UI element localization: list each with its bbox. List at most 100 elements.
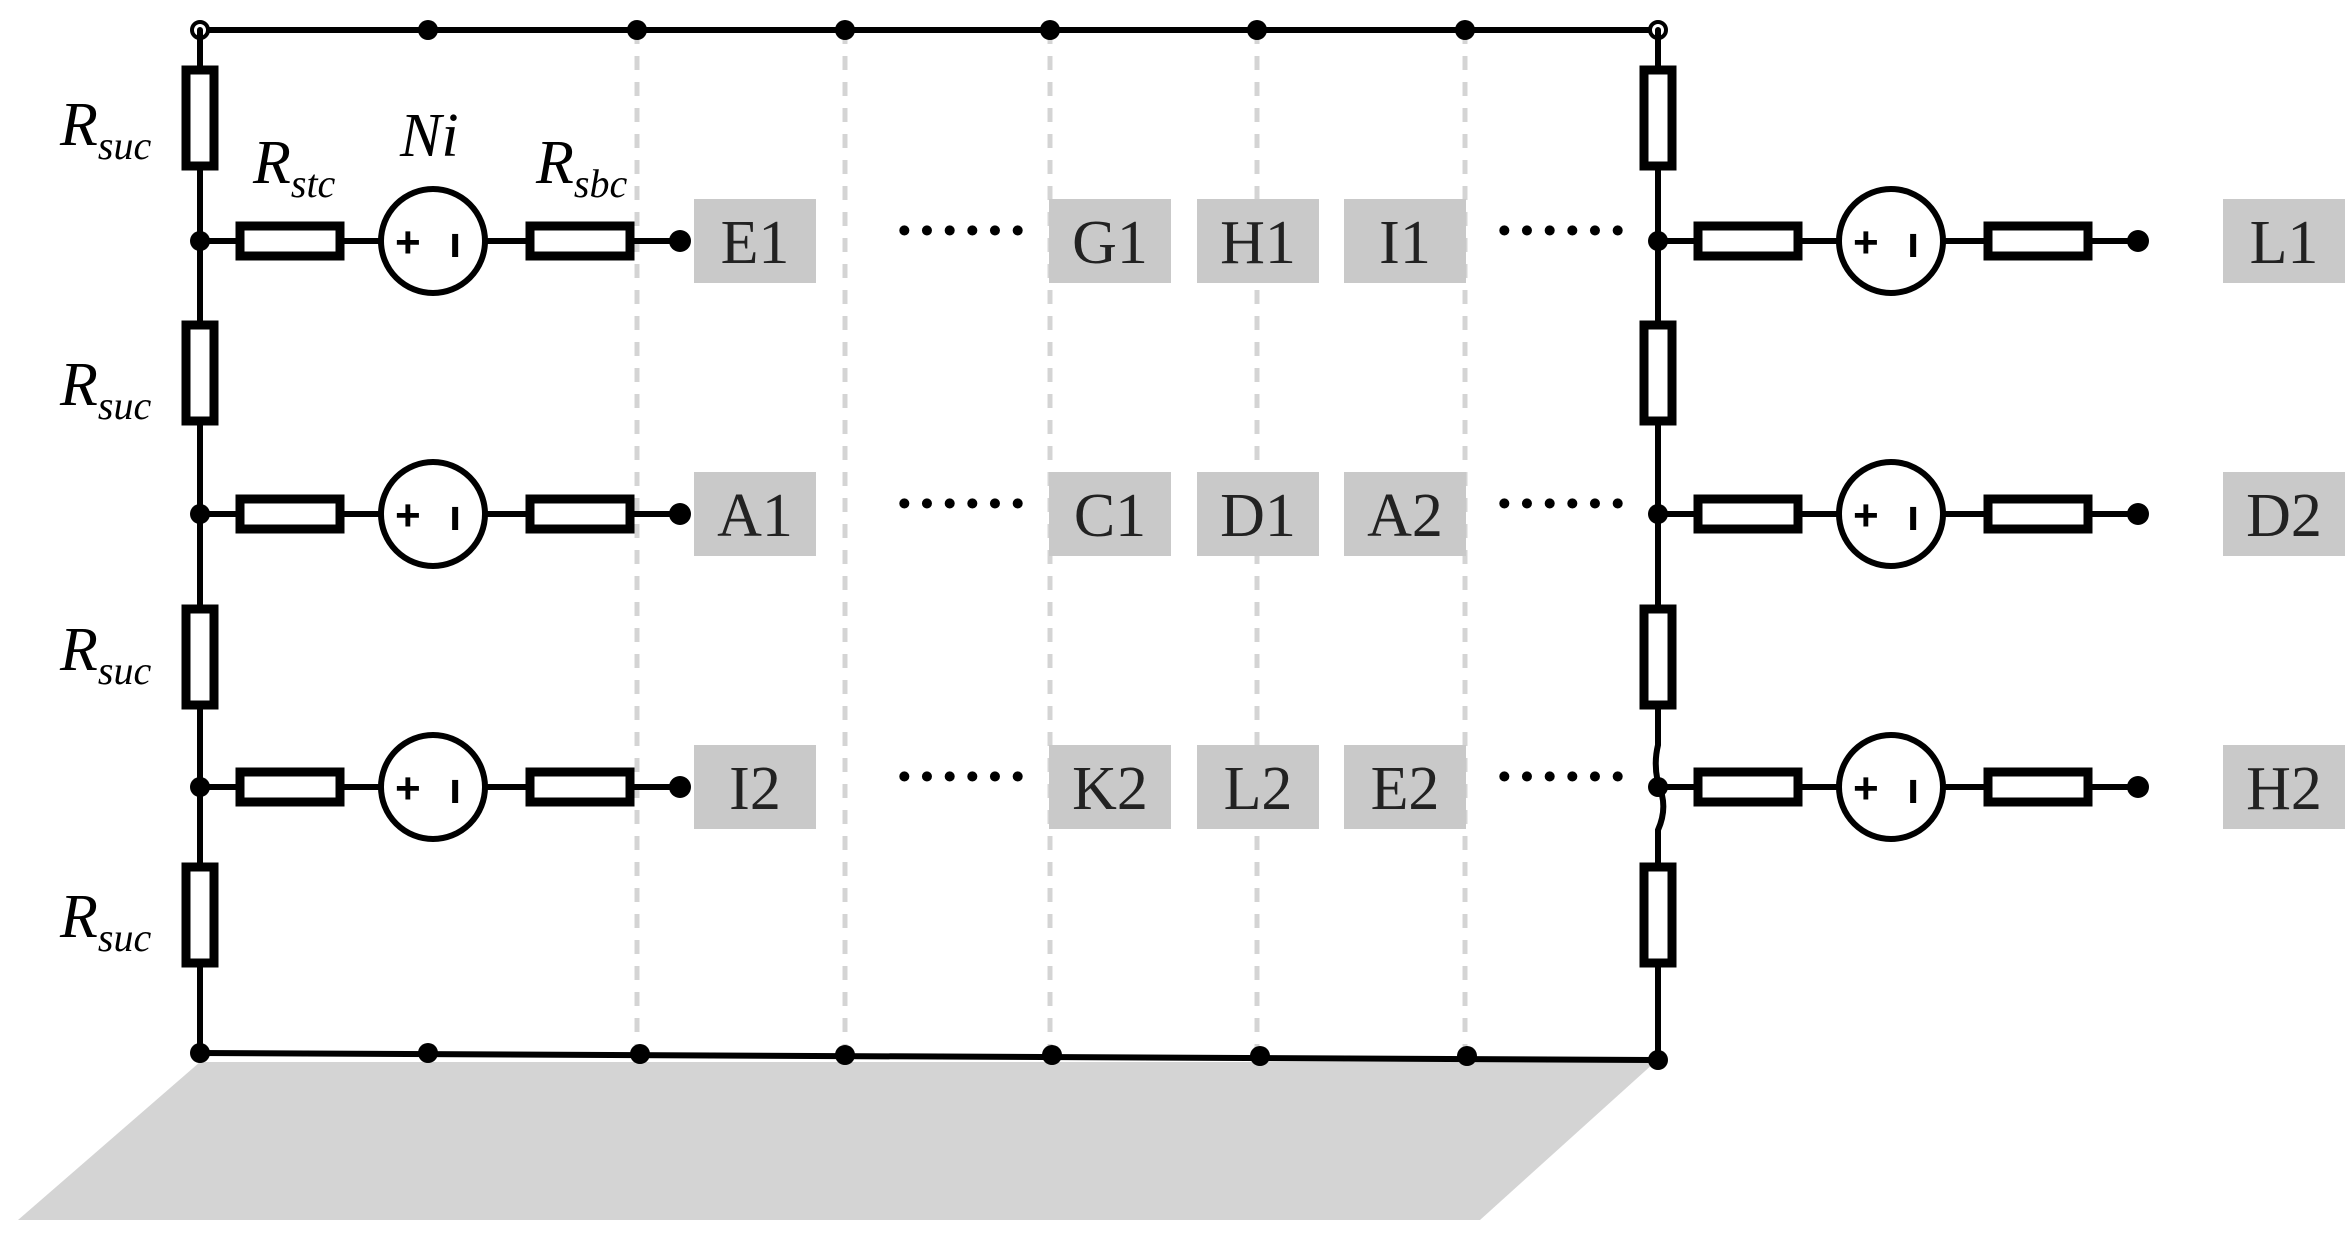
cell-label: H1 — [1197, 199, 1319, 283]
ground-plane — [18, 1062, 1655, 1220]
cell-box — [1197, 745, 1319, 829]
branch-terminal-node — [2127, 503, 2149, 525]
cell-box — [1344, 745, 1466, 829]
source-plus-symbol: + — [1853, 491, 1879, 540]
source-plus-symbol: + — [1853, 764, 1879, 813]
bus-node — [1457, 1046, 1477, 1066]
branch-resistor-top — [1693, 494, 1803, 534]
cell-box — [2223, 472, 2345, 556]
source-minus-symbol: ı — [449, 764, 461, 813]
cell-box — [1344, 472, 1466, 556]
source-plus-symbol: + — [395, 491, 421, 540]
cell-label: K2 — [1049, 745, 1171, 829]
voltage-source — [378, 186, 488, 296]
source-minus-symbol: ı — [449, 491, 461, 540]
branch-terminal-node — [669, 776, 691, 798]
ellipsis-right: ······ — [1494, 743, 1630, 811]
branch-terminal-node — [2127, 776, 2149, 798]
bus-node — [835, 20, 855, 40]
source-plus-symbol: + — [1853, 218, 1879, 267]
branch-resistor-bottom — [525, 494, 635, 534]
bus-node — [1455, 20, 1475, 40]
cell-box — [1049, 745, 1171, 829]
branch-resistor-bottom — [525, 221, 635, 261]
left-series-resistor — [181, 65, 219, 171]
cell-text: G1 — [1072, 209, 1148, 277]
end-cell-label: D2 — [2223, 472, 2345, 556]
cell-label: A2 — [1344, 472, 1466, 556]
cell-label: I1 — [1344, 199, 1466, 283]
right-branch-row-1: +ı — [1655, 186, 2149, 296]
cell-text: I2 — [729, 755, 781, 823]
bus-node — [1250, 1046, 1270, 1066]
ellipsis-right: ······ — [1494, 197, 1630, 265]
branch-terminal-node — [669, 230, 691, 252]
source-plus-symbol: + — [395, 218, 421, 267]
source-minus-symbol: ı — [1907, 764, 1919, 813]
cell-text: E2 — [1371, 755, 1440, 823]
left-branch-row-3: +ı — [197, 732, 691, 842]
ellipsis-left: ······ — [894, 470, 1030, 538]
cell-text: D1 — [1220, 482, 1296, 550]
cell-label: E1 — [694, 199, 816, 283]
source-plus-symbol: + — [395, 764, 421, 813]
cell-label: D1 — [1197, 472, 1319, 556]
series-resistor-label: Rsuc — [59, 616, 151, 693]
cell-box — [1049, 472, 1171, 556]
cell-box — [1049, 199, 1171, 283]
source-minus-symbol: ı — [1907, 491, 1919, 540]
branch-resistor-top — [1693, 767, 1803, 807]
cell-text: D2 — [2246, 482, 2322, 550]
end-cell-label: L1 — [2223, 199, 2345, 283]
left-series-resistor — [181, 862, 219, 968]
cell-box — [1197, 199, 1319, 283]
right-branches: +ı+ı+ı — [1655, 186, 2149, 842]
left-branch-row-2: +ı — [197, 459, 691, 569]
ellipsis-left: ······ — [894, 197, 1030, 265]
cell-box — [1197, 472, 1319, 556]
top-bus-nodes — [190, 20, 1668, 40]
left-series-resistor — [181, 604, 219, 710]
voltage-source — [378, 732, 488, 842]
bus-node — [835, 1045, 855, 1065]
cell-box — [1344, 199, 1466, 283]
bus-node — [630, 1044, 650, 1064]
branch-terminal-node — [2127, 230, 2149, 252]
source-minus-symbol: ı — [1907, 218, 1919, 267]
cell-text: I1 — [1379, 209, 1431, 277]
cell-text: H1 — [1220, 209, 1296, 277]
left-branch-row-1: +ı — [197, 186, 691, 296]
bus-node — [1247, 20, 1267, 40]
bus-node — [418, 1043, 438, 1063]
cell-box — [694, 199, 816, 283]
branch-resistor-top — [235, 221, 345, 261]
cell-label: G1 — [1049, 199, 1171, 283]
series-resistor-label: Rsuc — [59, 351, 151, 428]
left-resistor-labels: Rsuc Rsuc Rsuc Rsuc — [59, 91, 151, 960]
cell-box — [694, 472, 816, 556]
tab-top-resistor-label: Rstc — [252, 129, 336, 206]
cell-box — [2223, 745, 2345, 829]
cell-label: L2 — [1197, 745, 1319, 829]
cell-text: K2 — [1072, 755, 1148, 823]
cell-label: I2 — [694, 745, 816, 829]
cell-text: L2 — [1224, 755, 1293, 823]
branch-resistor-top — [235, 767, 345, 807]
right-series-resistor — [1639, 320, 1677, 426]
cell-label: E2 — [1344, 745, 1466, 829]
bus-node — [627, 20, 647, 40]
cell-label: A1 — [694, 472, 816, 556]
left-series-resistor — [181, 320, 219, 426]
branch-resistor-top — [235, 494, 345, 534]
series-resistor-label: Rsuc — [59, 883, 151, 960]
branch-terminal-node — [669, 503, 691, 525]
cell-text: A1 — [717, 482, 793, 550]
bus-node — [418, 20, 438, 40]
right-series-resistor — [1639, 862, 1677, 968]
right-branch-row-2: +ı — [1655, 459, 2149, 569]
right-series-resistor — [1639, 65, 1677, 171]
